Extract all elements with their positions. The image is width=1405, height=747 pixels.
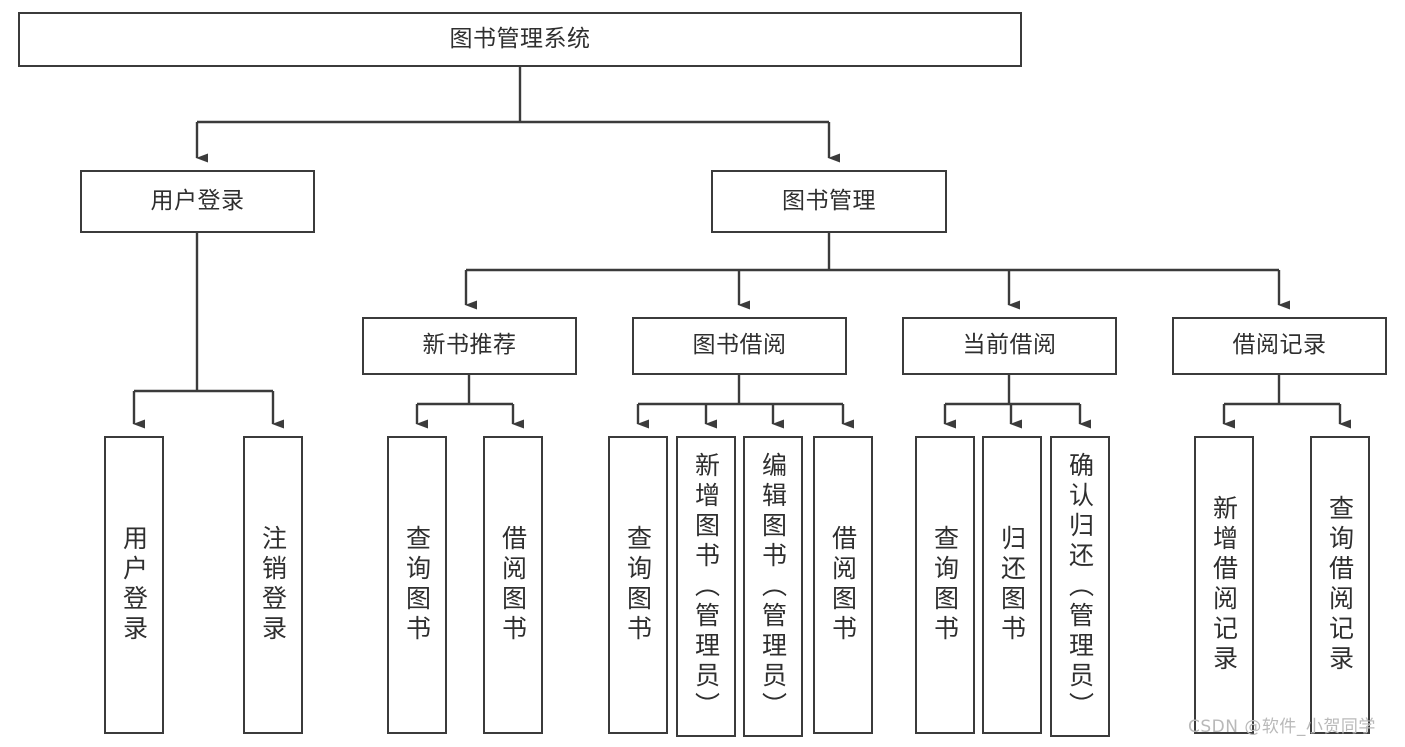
node-label: 借阅记录	[1232, 332, 1327, 359]
node-borrow-record[interactable]: 借阅记录	[1172, 317, 1387, 375]
leaf-borrow-query-book[interactable]: 查询图书	[608, 436, 668, 734]
node-label: 新增借阅记录	[1209, 495, 1239, 675]
leaf-record-add-borrow-record[interactable]: 新增借阅记录	[1194, 436, 1254, 734]
node-label: 图书借阅	[692, 332, 787, 359]
node-book-management[interactable]: 图书管理	[711, 170, 947, 233]
leaf-record-query-borrow-record[interactable]: 查询借阅记录	[1310, 436, 1370, 734]
leaf-user-logout[interactable]: 注销登录	[243, 436, 303, 734]
leaf-current-return-book[interactable]: 归还图书	[982, 436, 1042, 734]
node-label: 用户登录	[119, 525, 149, 645]
node-label: 注销登录	[258, 525, 288, 645]
node-label: 图书管理	[782, 187, 876, 214]
node-label: 借阅图书	[828, 525, 858, 645]
node-label: 查询图书	[930, 525, 960, 645]
node-label: 当前借阅	[962, 332, 1057, 359]
node-label: 新书推荐	[422, 332, 517, 359]
node-book-borrow[interactable]: 图书借阅	[632, 317, 847, 375]
node-label: 新增图书（管理员）	[691, 451, 721, 722]
node-label: 查询借阅记录	[1325, 495, 1355, 675]
node-label: 用户登录	[150, 187, 245, 214]
node-label: 借阅图书	[498, 525, 528, 645]
leaf-user-login[interactable]: 用户登录	[104, 436, 164, 734]
node-label: 查询图书	[402, 525, 432, 645]
node-user-login[interactable]: 用户登录	[80, 170, 315, 233]
leaf-borrow-add-book-admin[interactable]: 新增图书（管理员）	[676, 436, 736, 737]
leaf-borrow-edit-book-admin[interactable]: 编辑图书（管理员）	[743, 436, 803, 737]
node-label: 归还图书	[997, 525, 1027, 645]
leaf-newbook-query-book[interactable]: 查询图书	[387, 436, 447, 734]
leaf-current-confirm-return-admin[interactable]: 确认归还（管理员）	[1050, 436, 1110, 737]
leaf-borrow-borrow-book[interactable]: 借阅图书	[813, 436, 873, 734]
node-label: 图书管理系统	[449, 25, 591, 52]
node-root-system[interactable]: 图书管理系统	[18, 12, 1022, 67]
node-label: 确认归还（管理员）	[1065, 451, 1095, 722]
node-current-borrow[interactable]: 当前借阅	[902, 317, 1117, 375]
node-label: 查询图书	[623, 525, 653, 645]
node-label: 编辑图书（管理员）	[758, 451, 788, 722]
leaf-newbook-borrow-book[interactable]: 借阅图书	[483, 436, 543, 734]
node-new-book-recommend[interactable]: 新书推荐	[362, 317, 577, 375]
leaf-current-query-book[interactable]: 查询图书	[915, 436, 975, 734]
